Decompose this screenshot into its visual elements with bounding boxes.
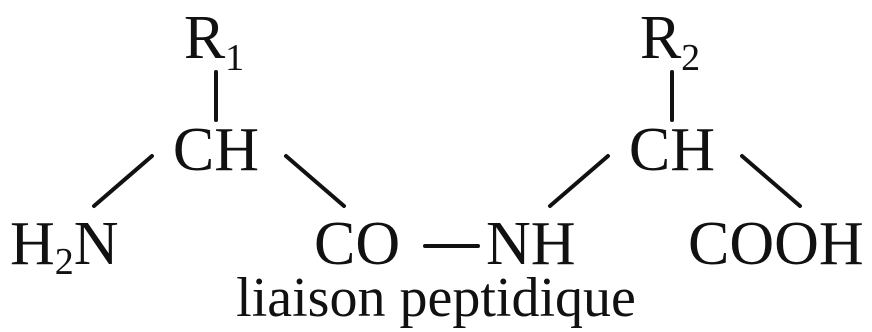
bond-ch-co [284, 154, 346, 208]
bond-ch-cooh [740, 154, 802, 208]
bond-nh-ch [548, 154, 610, 208]
ch-right-label: CH [629, 116, 715, 184]
bond-ch-h2n [92, 154, 154, 208]
ch-left-label: CH [173, 116, 259, 184]
r2-label: R2 [640, 4, 700, 79]
caption-label: liaison peptidique [236, 267, 636, 329]
r1-label: R1 [184, 4, 244, 79]
amine-label: H2N [10, 210, 119, 283]
carbonyl-label: CO [314, 210, 400, 278]
amide-label: NH [486, 210, 576, 278]
carboxyl-label: COOH [688, 210, 864, 278]
